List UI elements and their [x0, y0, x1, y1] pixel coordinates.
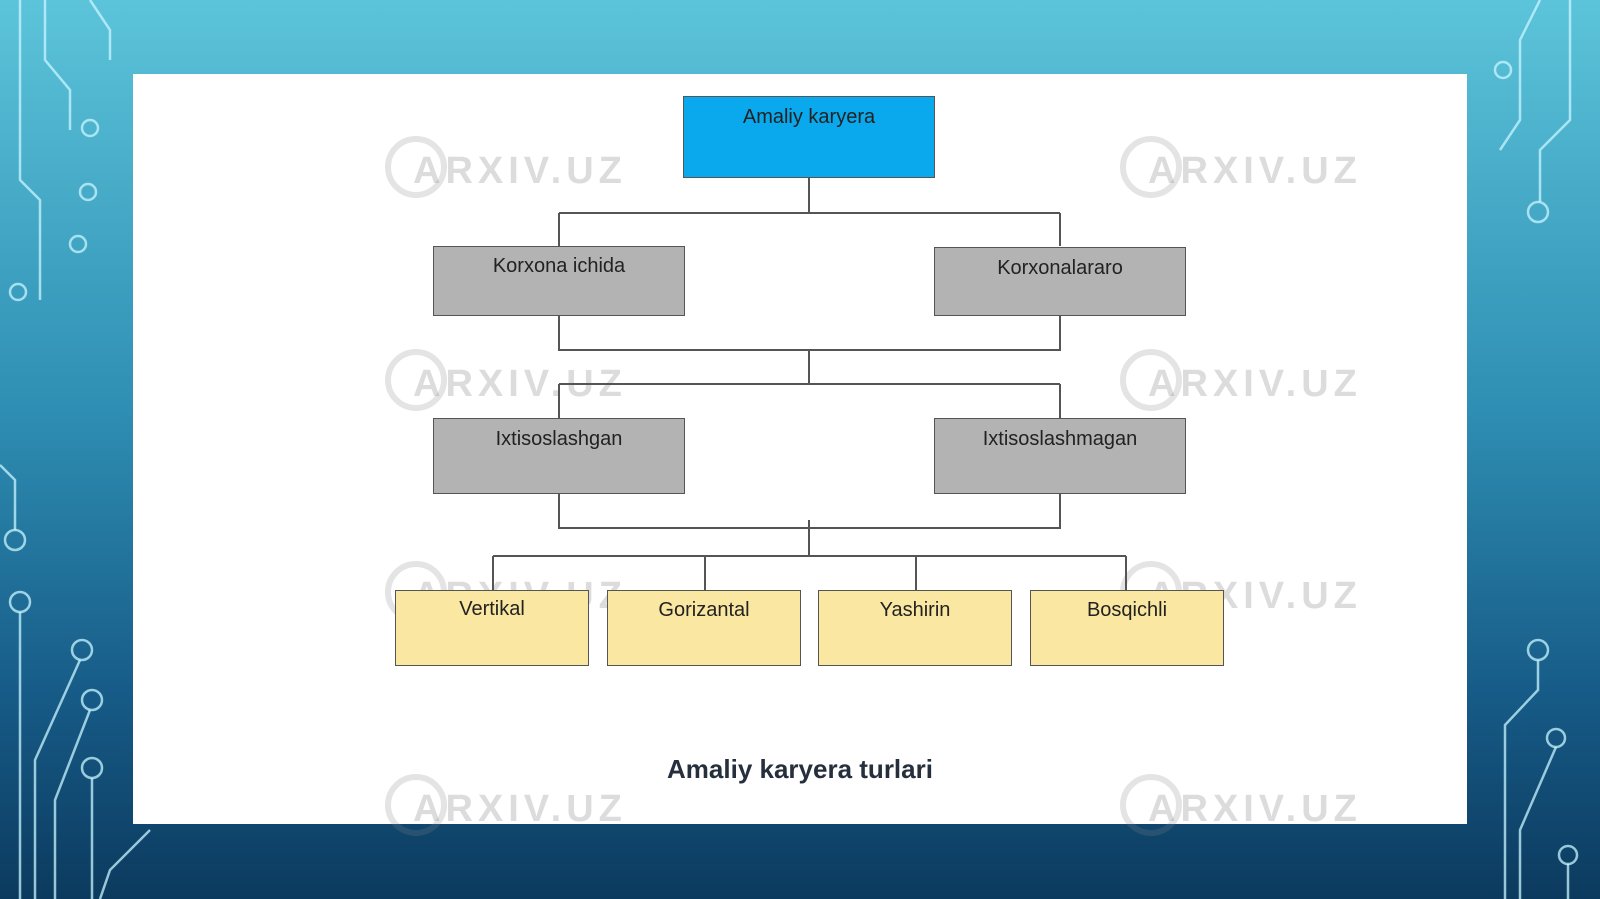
node-ixtisoslashmagan: Ixtisoslashmagan	[934, 418, 1186, 494]
node-label: Ixtisoslashgan	[495, 428, 623, 450]
watermark-text: ARXIV.UZ	[413, 150, 627, 192]
node-gorizantal: Gorizantal	[607, 590, 801, 666]
node-vertikal: Vertikal	[395, 590, 589, 666]
watermark-text: ARXIV.UZ	[1148, 363, 1362, 405]
root-node-label: Amaliy karyera	[742, 106, 876, 128]
node-label: Vertikal	[459, 598, 525, 620]
node-label: Korxona ichida	[492, 255, 626, 277]
magnifier-icon	[385, 349, 447, 411]
magnifier-icon	[1120, 136, 1182, 198]
watermark-text: ARXIV.UZ	[413, 788, 627, 830]
node-yashirin: Yashirin	[818, 590, 1012, 666]
root-node: Amaliy karyera	[683, 96, 935, 178]
connector-lines	[492, 178, 1127, 590]
node-label: Ixtisoslashmagan	[982, 428, 1138, 450]
magnifier-icon	[385, 774, 447, 836]
node-korxonalararo: Korxonalararo	[934, 247, 1186, 316]
magnifier-icon	[1120, 774, 1182, 836]
node-label: Yashirin	[879, 599, 951, 621]
diagram-caption: Amaliy karyera turlari	[667, 754, 933, 784]
slide: ARXIV.UZ ARXIV.UZ ARXIV.UZ ARXIV.UZ ARXI…	[133, 74, 1467, 836]
node-label: Bosqichli	[1086, 599, 1168, 621]
node-label: Gorizantal	[658, 599, 750, 621]
node-bosqichli: Bosqichli	[1030, 590, 1224, 666]
node-ixtisoslashgan: Ixtisoslashgan	[433, 418, 685, 494]
node-label: Korxonalararo	[997, 257, 1123, 279]
watermark-text: ARXIV.UZ	[1148, 788, 1362, 830]
magnifier-icon	[1120, 349, 1182, 411]
watermark-text: ARXIV.UZ	[1148, 150, 1362, 192]
node-korxona-ichida: Korxona ichida	[433, 246, 685, 316]
magnifier-icon	[385, 136, 447, 198]
